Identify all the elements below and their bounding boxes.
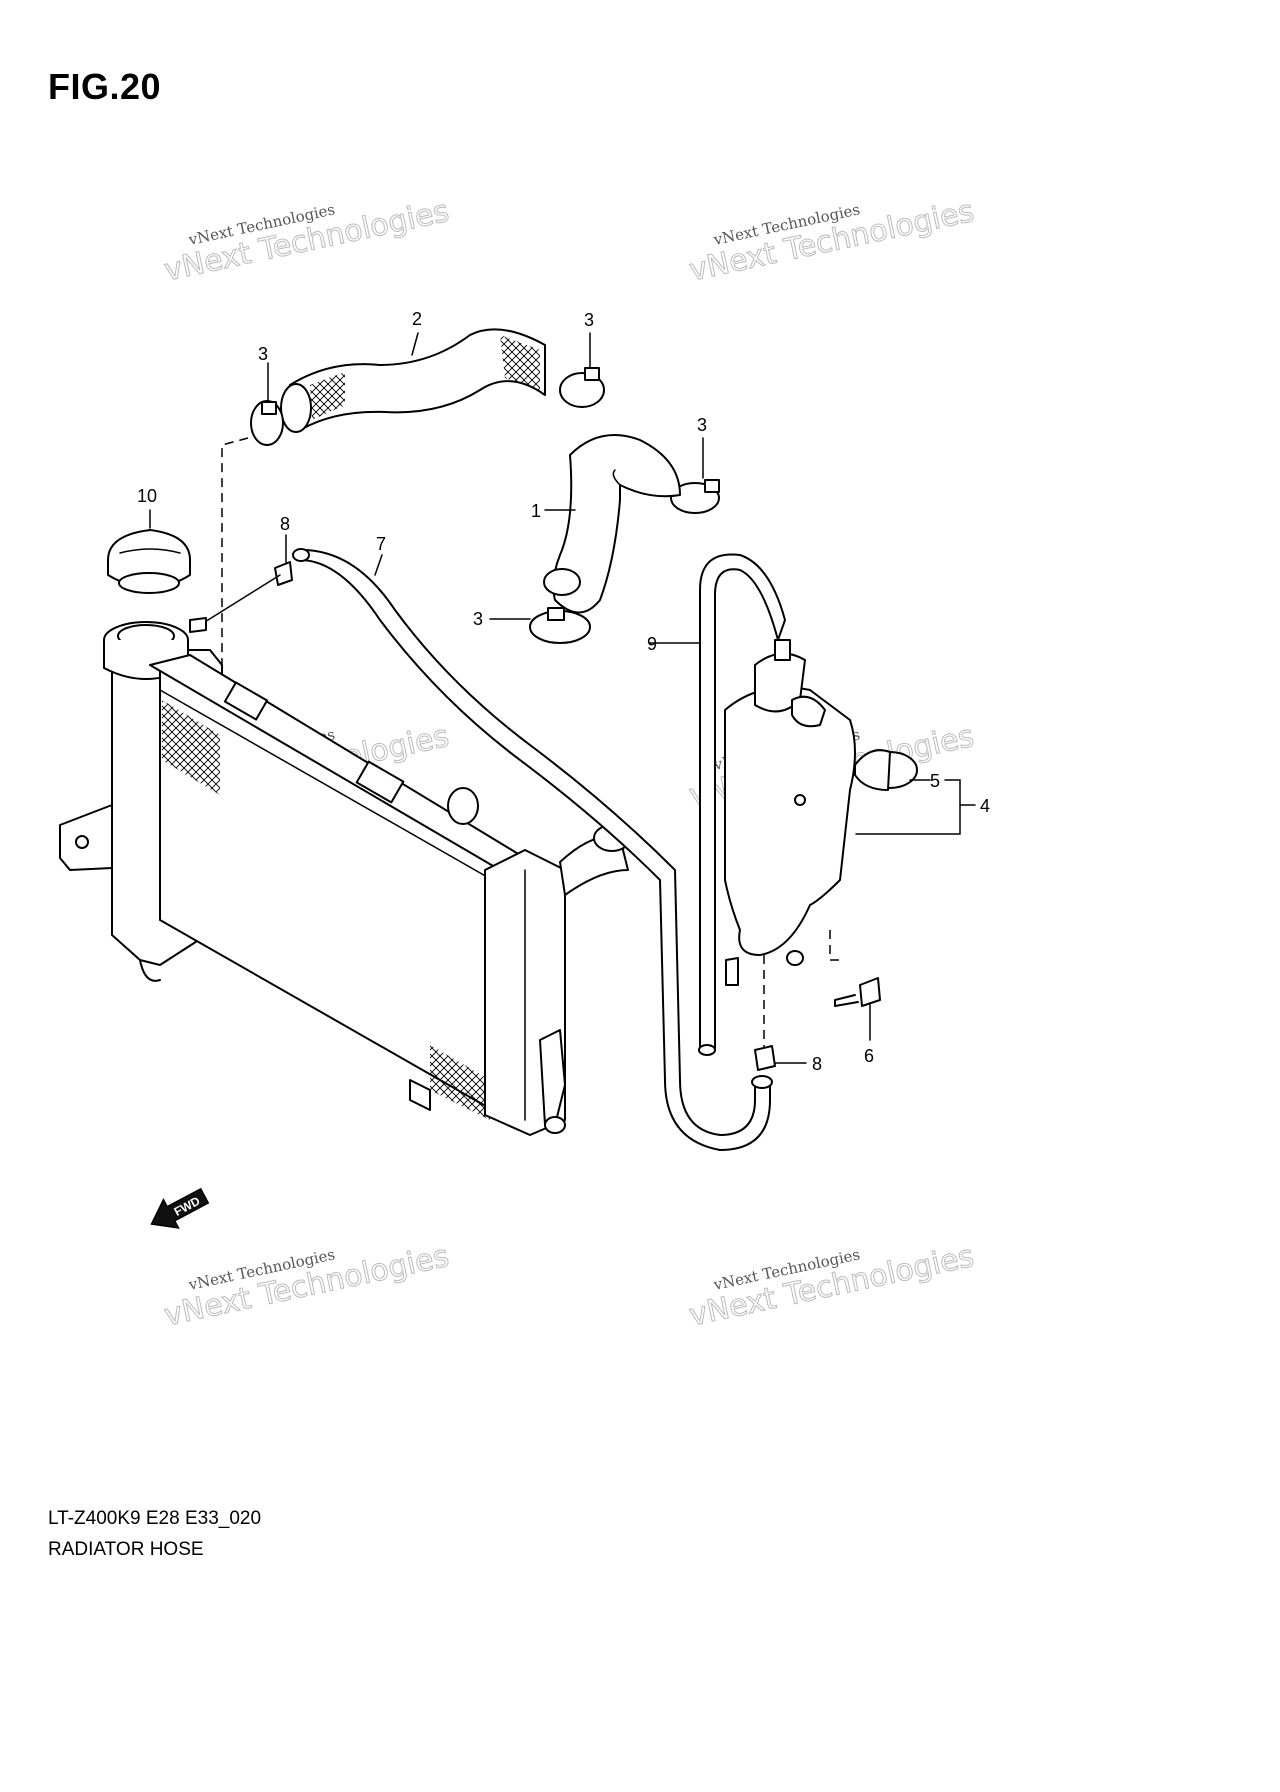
callout-9: 9	[647, 634, 657, 654]
callout-1: 1	[531, 501, 541, 521]
watermark-top-right: vNext Technologies vNext Technologies	[686, 193, 978, 289]
reservoir-tank	[724, 639, 918, 986]
callout-8a: 8	[280, 514, 290, 534]
bolt-6	[834, 977, 881, 1007]
callout-3d: 3	[473, 609, 483, 629]
callout-8b: 8	[812, 1054, 822, 1074]
watermark-bottom-right: vNext Technologies vNext Technologies	[686, 1238, 978, 1334]
callout-10: 10	[137, 486, 157, 506]
radiator-cap	[107, 529, 191, 594]
hose-clamp-3c	[670, 479, 720, 514]
breather-hose-9	[698, 553, 786, 1056]
section-name: RADIATOR HOSE	[48, 1539, 204, 1560]
callout-3b: 3	[584, 310, 594, 330]
callout-6: 6	[864, 1046, 874, 1066]
hose-clamp-3b	[559, 367, 605, 408]
overflow-hose-7	[292, 548, 773, 1151]
callout-4: 4	[980, 796, 990, 816]
leader-lines	[149, 332, 976, 1064]
watermark-top-left: vNext Technologies vNext Technologies	[161, 193, 453, 289]
callout-3c: 3	[697, 415, 707, 435]
upper-hose-2	[280, 328, 546, 433]
hose-clamp-3d	[529, 607, 591, 644]
radiator	[59, 621, 631, 1136]
callout-2: 2	[412, 309, 422, 329]
watermark-bottom-left: vNext Technologies vNext Technologies	[161, 1238, 453, 1334]
callout-7: 7	[376, 534, 386, 554]
callout-5: 5	[930, 771, 940, 791]
hose-clip-8a	[189, 561, 293, 633]
hose-clamp-3a	[250, 400, 284, 446]
fwd-arrow-icon: FWD	[150, 1187, 210, 1229]
lower-hose-1	[543, 434, 681, 614]
hose-clip-8b	[754, 1045, 776, 1071]
callout-3a: 3	[258, 344, 268, 364]
figure-title: FIG.20	[48, 66, 162, 107]
model-code: LT-Z400K9 E28 E33_020	[48, 1508, 262, 1529]
